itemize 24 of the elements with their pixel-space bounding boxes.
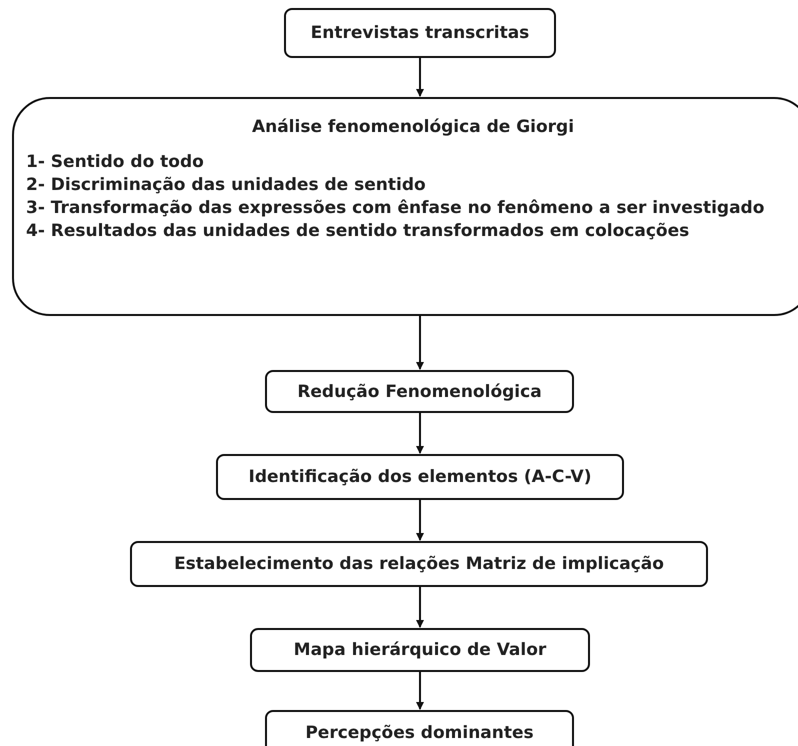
box-label: Entrevistas transcritas: [310, 23, 530, 43]
arrow: [416, 587, 424, 628]
box-label: Identificação dos elementos (A-C-V): [248, 467, 592, 487]
process-box: [265, 370, 574, 413]
list-item: 3- Transformação das expressões com ênfase no fenômeno a ser investigado: [26, 197, 766, 220]
box-label: Percepções dominantes: [305, 723, 534, 743]
box-label: Mapa hierárquico de Valor: [294, 640, 546, 660]
process-panel: [12, 97, 798, 316]
list-item: 2- Discriminação das unidades de sentido: [26, 174, 427, 197]
arrow: [416, 413, 424, 454]
process-box: [250, 628, 590, 672]
arrow: [416, 672, 424, 710]
box-label: Estabelecimento das relações Matriz de implicação: [174, 554, 664, 574]
process-box: [130, 541, 708, 587]
panel-heading: Análise fenomenológica de Giorgi: [250, 117, 576, 137]
process-box: [265, 710, 574, 746]
arrow: [416, 500, 424, 541]
box-label: Redução Fenomenológica: [297, 382, 542, 402]
list-item: 1- Sentido do todo: [26, 151, 205, 174]
arrow: [416, 58, 424, 97]
list-item: 4- Resultados das unidades de sentido transformados em colocações: [26, 220, 690, 243]
arrow: [416, 316, 424, 370]
process-box: [216, 454, 624, 500]
process-box: [284, 8, 556, 58]
